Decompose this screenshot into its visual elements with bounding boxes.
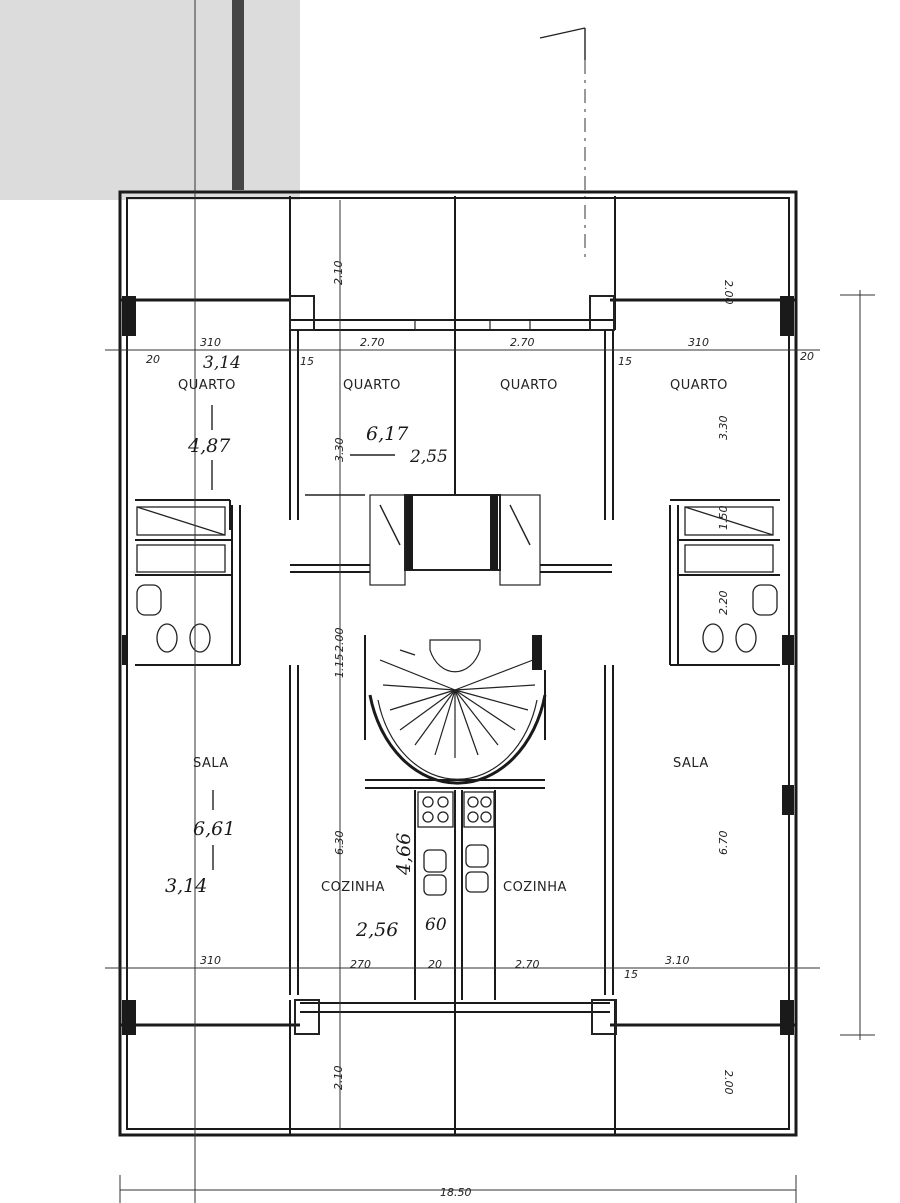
- top-balconies: [120, 196, 796, 336]
- hand-hall-b: 2,55: [409, 447, 448, 467]
- spiral-staircase: [364, 635, 547, 785]
- dim-balcony-top-left: 2.10: [332, 261, 345, 286]
- dim-cozinha-left-h: 6.30: [333, 831, 346, 856]
- hand-cozinha-small: 60: [425, 915, 447, 935]
- dim-bath-right-b: 2.20: [717, 591, 730, 616]
- dim-bath-right-a: 1.50: [717, 506, 730, 531]
- section-mark-top: [539, 27, 586, 260]
- side-wall-pillars: [122, 635, 794, 815]
- handwritten-notes: 3,14 4,87 6,17 2,55 6,61 3,14 4,66 2,56 …: [165, 353, 448, 941]
- dim-top-edge-right: 20: [800, 350, 814, 363]
- bath-fixtures-right: [684, 506, 778, 653]
- dim-balcony-bottom-right: 2.00: [722, 1070, 735, 1095]
- room-label-quarto-4: QUARTO: [670, 378, 728, 393]
- hand-quarto-h: 4,87: [187, 435, 231, 457]
- stair-treads: [379, 659, 536, 758]
- room-label-cozinha-right: COZINHA: [503, 880, 567, 895]
- hand-sala-h: 6,61: [193, 818, 235, 840]
- room-label-sala-right: SALA: [673, 756, 709, 771]
- room-label-cozinha-left: COZINHA: [321, 880, 385, 895]
- bottom-balconies: [120, 999, 796, 1135]
- interior-walls: [135, 330, 780, 1000]
- dim-top-1: 310: [200, 336, 221, 349]
- dim-top-edge-left: 20: [146, 353, 160, 366]
- dim-bottom-gap-right: 15: [624, 968, 638, 981]
- dimension-labels: 310 2.70 2.70 310 20 20 15 15 310 270 2.…: [146, 261, 814, 1200]
- bath-fixtures-left: [136, 506, 226, 653]
- hand-quarto-w: 3,14: [203, 353, 241, 373]
- dim-top-gap-left: 15: [300, 355, 314, 368]
- dim-bottom-3: 2.70: [515, 958, 540, 971]
- door-marks: [305, 494, 531, 656]
- dim-top-3: 2.70: [510, 336, 535, 349]
- dim-bottom-1: 310: [200, 954, 221, 967]
- dim-overall-width: 18.50: [440, 1186, 472, 1199]
- dim-hall-left-small: 1.15: [333, 654, 346, 679]
- dim-balcony-top-right: 2.00: [722, 280, 735, 305]
- dim-bottom-4: 3.10: [665, 954, 690, 967]
- hand-cozinha-w: 2,56: [355, 919, 398, 941]
- kitchen-fixtures: [417, 791, 495, 896]
- dim-quarto-height-left: 3.30: [333, 438, 346, 463]
- hand-cozinha-h: 4,66: [393, 833, 415, 876]
- dim-bottom-gap-mid: 20: [428, 958, 442, 971]
- dim-balcony-bottom-left: 2.10: [332, 1066, 345, 1091]
- dim-top-gap-right: 15: [618, 355, 632, 368]
- dimension-lines: [105, 0, 875, 1203]
- dim-quarto-height: 3.30: [717, 416, 730, 441]
- dim-sala-right-h: 6.70: [717, 831, 730, 856]
- scan-noise: [0, 0, 300, 200]
- room-label-quarto-2: QUARTO: [343, 378, 401, 393]
- hand-sala-w: 3,14: [165, 875, 207, 897]
- room-labels: QUARTO QUARTO QUARTO QUARTO SALA SALA CO…: [178, 378, 728, 895]
- dim-top-4: 310: [688, 336, 709, 349]
- room-label-quarto-3: QUARTO: [500, 378, 558, 393]
- hand-hall-a: 6,17: [366, 423, 409, 445]
- room-label-quarto-1: QUARTO: [178, 378, 236, 393]
- outer-walls: [118, 190, 798, 1137]
- dim-top-2: 2.70: [360, 336, 385, 349]
- dim-bottom-2: 270: [350, 958, 371, 971]
- room-label-sala-left: SALA: [193, 756, 229, 771]
- dim-hall-left: 2.00: [333, 628, 346, 653]
